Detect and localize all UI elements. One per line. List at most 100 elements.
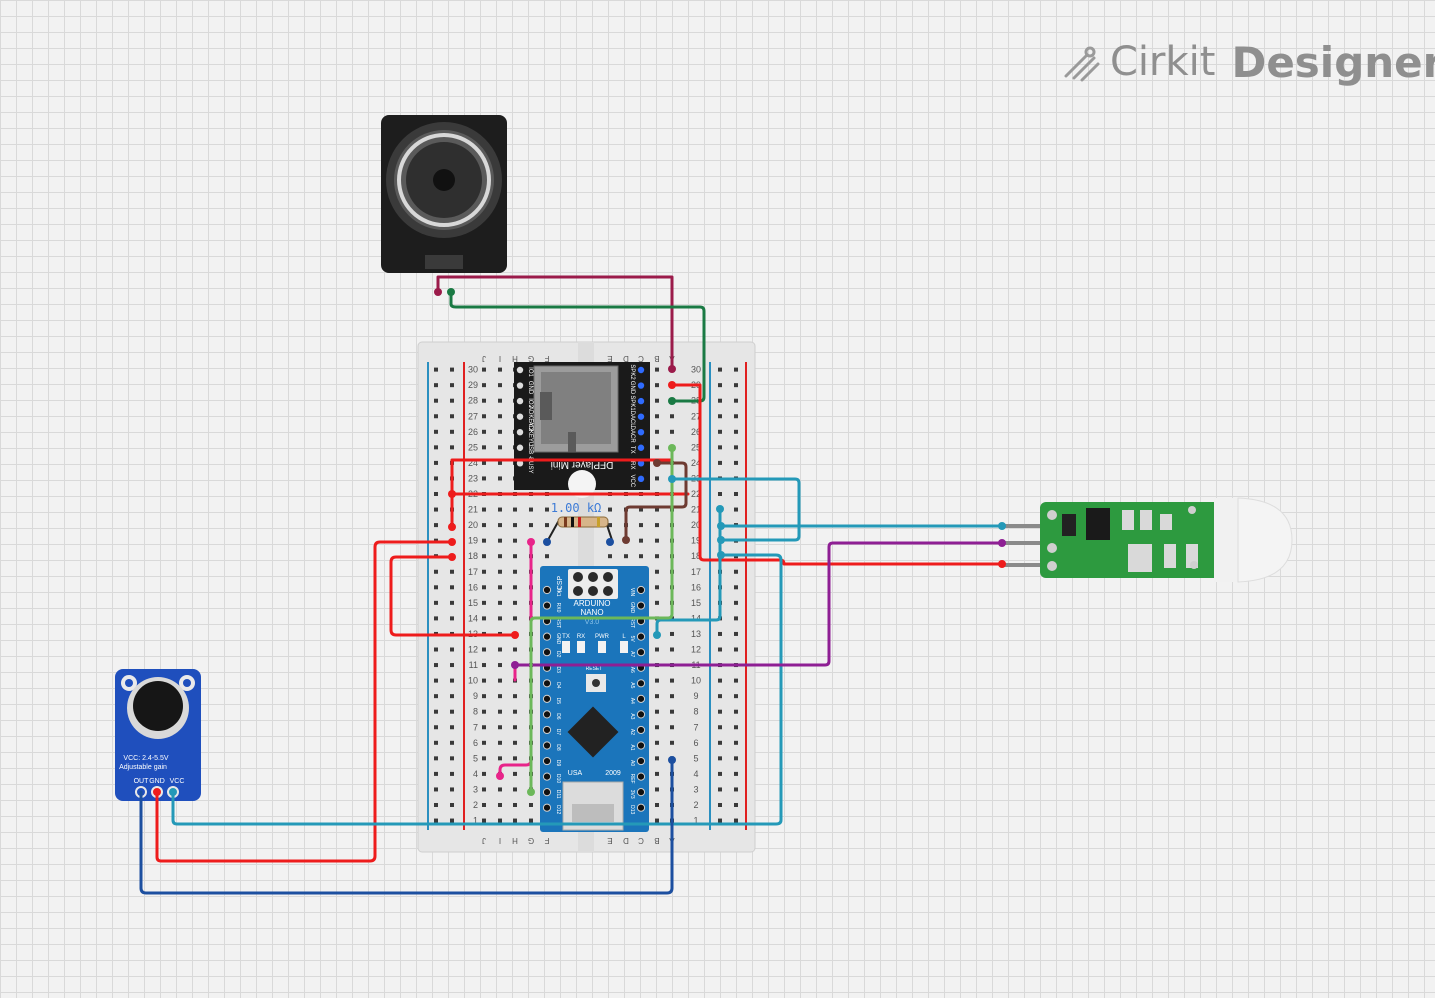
breadboard-hole[interactable] — [655, 678, 659, 683]
breadboard-hole[interactable] — [434, 740, 438, 745]
breadboard-hole[interactable] — [670, 694, 674, 699]
breadboard-hole[interactable] — [434, 756, 438, 761]
breadboard-hole[interactable] — [482, 709, 486, 714]
breadboard-hole[interactable] — [434, 678, 438, 683]
nano-pin[interactable] — [636, 585, 646, 595]
breadboard-hole[interactable] — [734, 383, 738, 388]
wire-speaker-green[interactable] — [449, 290, 706, 403]
nano-pin[interactable] — [636, 803, 646, 812]
breadboard-hole[interactable] — [498, 429, 502, 434]
wire-endpoint[interactable] — [668, 381, 676, 389]
wire-red-29[interactable] — [670, 383, 1004, 566]
breadboard-hole[interactable] — [670, 414, 674, 419]
breadboard-hole[interactable] — [482, 616, 486, 621]
breadboard-hole[interactable] — [734, 756, 738, 761]
breadboard-hole[interactable] — [450, 616, 454, 621]
breadboard-hole[interactable] — [450, 694, 454, 699]
breadboard-hole[interactable] — [434, 492, 438, 496]
breadboard-hole[interactable] — [639, 507, 643, 512]
speaker[interactable] — [381, 115, 507, 273]
breadboard-hole[interactable] — [450, 725, 454, 730]
breadboard-hole[interactable] — [718, 803, 722, 807]
breadboard-hole[interactable] — [734, 709, 738, 714]
breadboard-hole[interactable] — [498, 367, 502, 372]
breadboard-hole[interactable] — [450, 756, 454, 761]
breadboard-hole[interactable] — [513, 725, 517, 730]
breadboard-hole[interactable] — [482, 600, 486, 605]
breadboard-hole[interactable] — [718, 740, 722, 745]
breadboard-hole[interactable] — [450, 803, 454, 807]
breadboard-hole[interactable] — [450, 445, 454, 450]
wires[interactable] — [139, 275, 1004, 895]
nano-pins[interactable] — [542, 585, 646, 812]
breadboard-hole[interactable] — [498, 803, 502, 807]
wire-endpoint[interactable] — [527, 538, 535, 546]
breadboard-hole[interactable] — [513, 616, 517, 621]
breadboard-hole[interactable] — [498, 647, 502, 652]
nano-pin[interactable] — [542, 679, 552, 688]
breadboard-hole[interactable] — [434, 398, 438, 403]
breadboard-hole[interactable] — [482, 803, 486, 807]
breadboard-hole[interactable] — [718, 492, 722, 496]
breadboard-hole[interactable] — [734, 740, 738, 745]
breadboard-hole[interactable] — [482, 383, 486, 388]
breadboard-hole[interactable] — [482, 429, 486, 434]
breadboard-hole[interactable] — [498, 600, 502, 605]
nano-pin[interactable] — [636, 756, 646, 766]
breadboard-hole[interactable] — [655, 429, 659, 434]
breadboard-hole[interactable] — [498, 818, 502, 823]
breadboard-hole[interactable] — [498, 787, 502, 792]
breadboard-hole[interactable] — [655, 538, 659, 543]
breadboard-hole[interactable] — [434, 771, 438, 776]
breadboard-hole[interactable] — [655, 445, 659, 450]
breadboard-hole[interactable] — [718, 818, 722, 823]
dfplayer-pin[interactable] — [516, 460, 524, 467]
breadboard-hole[interactable] — [498, 725, 502, 730]
nano-pin[interactable] — [542, 648, 552, 657]
breadboard-hole[interactable] — [655, 476, 659, 481]
breadboard-hole[interactable] — [655, 818, 659, 823]
breadboard-hole[interactable] — [718, 756, 722, 761]
breadboard-hole[interactable] — [434, 476, 438, 481]
breadboard-hole[interactable] — [482, 367, 486, 372]
dfplayer-pin[interactable] — [637, 366, 645, 374]
breadboard-hole[interactable] — [734, 414, 738, 419]
breadboard-hole[interactable] — [545, 523, 549, 528]
dfplayer-pin[interactable] — [637, 397, 645, 405]
nano-pin[interactable] — [636, 601, 646, 610]
wire-endpoint[interactable] — [527, 788, 535, 796]
breadboard-hole[interactable] — [655, 383, 659, 388]
breadboard-hole[interactable] — [450, 414, 454, 419]
breadboard-hole[interactable] — [734, 694, 738, 699]
breadboard-hole[interactable] — [482, 569, 486, 574]
breadboard-hole[interactable] — [498, 383, 502, 388]
breadboard-hole[interactable] — [734, 569, 738, 574]
breadboard-hole[interactable] — [450, 678, 454, 683]
dfplayer-pin[interactable] — [516, 413, 524, 420]
breadboard-hole[interactable] — [450, 709, 454, 714]
breadboard-hole[interactable] — [655, 740, 659, 745]
dfplayer-pin[interactable] — [516, 366, 524, 374]
wire-endpoint[interactable] — [434, 288, 442, 296]
breadboard-hole[interactable] — [482, 554, 486, 559]
wire-red-23-19[interactable] — [450, 458, 674, 529]
breadboard-hole[interactable] — [513, 507, 517, 512]
wire-endpoint[interactable] — [717, 551, 725, 559]
breadboard-hole[interactable] — [655, 569, 659, 574]
wire-endpoint[interactable] — [447, 288, 455, 296]
nano-pin[interactable] — [542, 756, 552, 766]
breadboard-hole[interactable] — [434, 523, 438, 528]
breadboard-hole[interactable] — [639, 554, 643, 559]
breadboard-hole[interactable] — [734, 507, 738, 512]
resistor[interactable]: 1.00 kΩ — [547, 501, 613, 541]
breadboard-hole[interactable] — [434, 818, 438, 823]
breadboard-hole[interactable] — [513, 740, 517, 745]
dfplayer-pin[interactable] — [637, 413, 645, 420]
breadboard-hole[interactable] — [434, 445, 438, 450]
dfplayer-pin[interactable] — [516, 429, 524, 436]
breadboard-hole[interactable] — [670, 678, 674, 683]
wire-teal-13[interactable] — [655, 507, 722, 637]
nano-pin[interactable] — [636, 725, 646, 735]
breadboard-hole[interactable] — [655, 600, 659, 605]
